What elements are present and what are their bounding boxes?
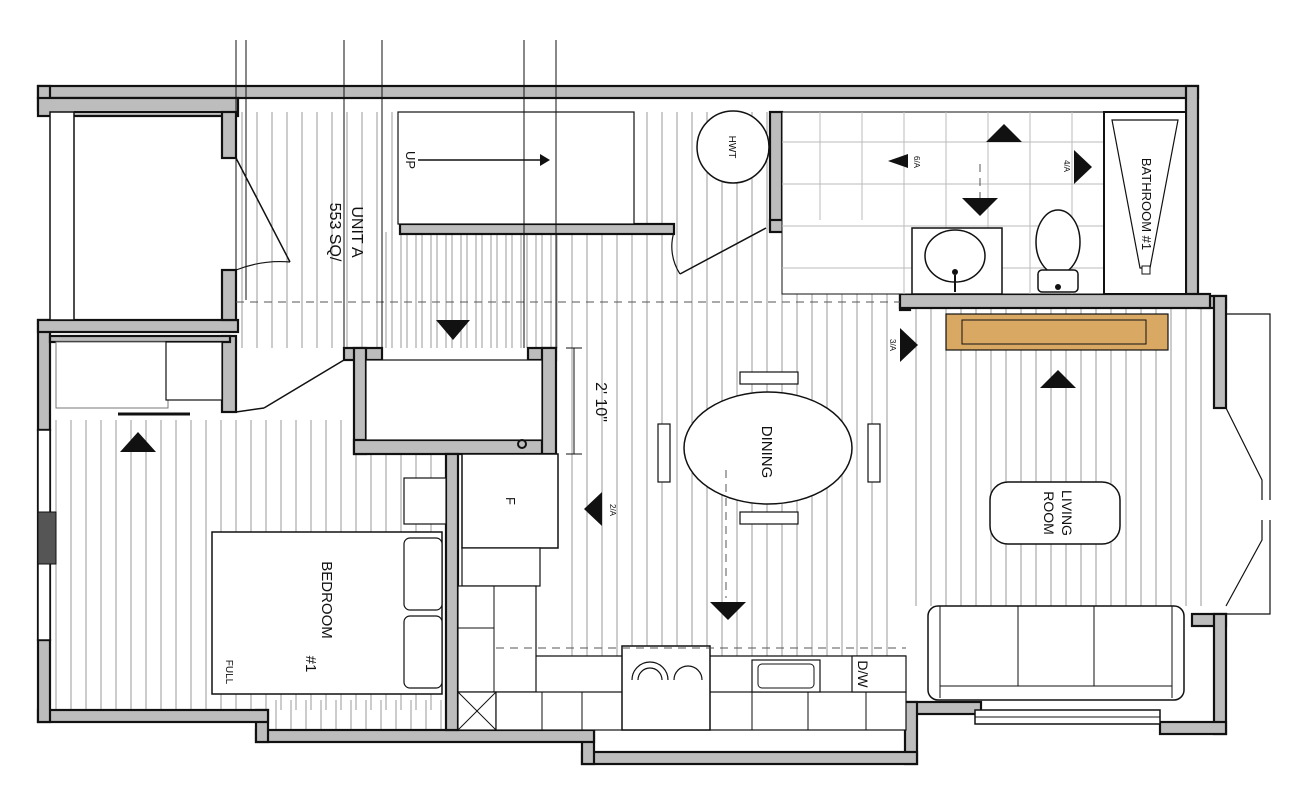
unit-name: UNIT A: [348, 206, 365, 258]
fridge-label: F: [503, 497, 518, 505]
water-heater: [696, 110, 770, 184]
labels: UNIT A 553 SQ/ UP HWT BATHROOM #1 2' 10"…: [223, 136, 1154, 689]
bathtub: [1103, 111, 1187, 295]
stair-up-label: UP: [403, 151, 418, 169]
wood-shelf: [945, 313, 1169, 351]
bedroom-label-line-2: #1: [302, 656, 319, 673]
left-windows: [37, 429, 57, 641]
exterior-walls: [36, 84, 1228, 766]
dimension-label: 2' 10": [592, 382, 609, 422]
living-label-line-2: ROOM: [1041, 491, 1057, 535]
water-heater-label: HWT: [726, 136, 737, 159]
dashed-lines: [236, 160, 981, 649]
grid-reference-lines: [235, 40, 557, 348]
toilet: [1035, 209, 1081, 293]
kitchen: [457, 453, 907, 731]
dishwasher-label: D/W: [855, 660, 871, 688]
bed-size-label: FULL: [223, 660, 234, 685]
elevation-tag-4a: 4/A: [1062, 160, 1071, 173]
sink: [911, 227, 1003, 295]
elevation-tag-3a: 3/A: [888, 339, 897, 352]
dining-label: DINING: [758, 426, 775, 479]
top-left-closet: [49, 111, 222, 321]
bedroom-label-line-1: BEDROOM: [318, 561, 335, 639]
direction-markers: [120, 124, 1092, 620]
sofa: [927, 605, 1185, 701]
bed: [211, 477, 447, 695]
dimension-line: [566, 347, 582, 455]
bathroom-label: BATHROOM #1: [1139, 158, 1154, 250]
unit-area: 553 SQ/: [326, 203, 343, 262]
bay-window: [974, 313, 1271, 725]
living-label-line-1: LIVING: [1059, 490, 1075, 536]
coffee-table: [989, 481, 1121, 545]
elevation-tag-2a: 2/A: [608, 504, 617, 517]
lower-stairs: [365, 359, 543, 449]
main-stairs: [397, 111, 635, 225]
closet-shelves: [55, 341, 223, 416]
elevation-tag-6a: 6/A: [912, 156, 921, 169]
